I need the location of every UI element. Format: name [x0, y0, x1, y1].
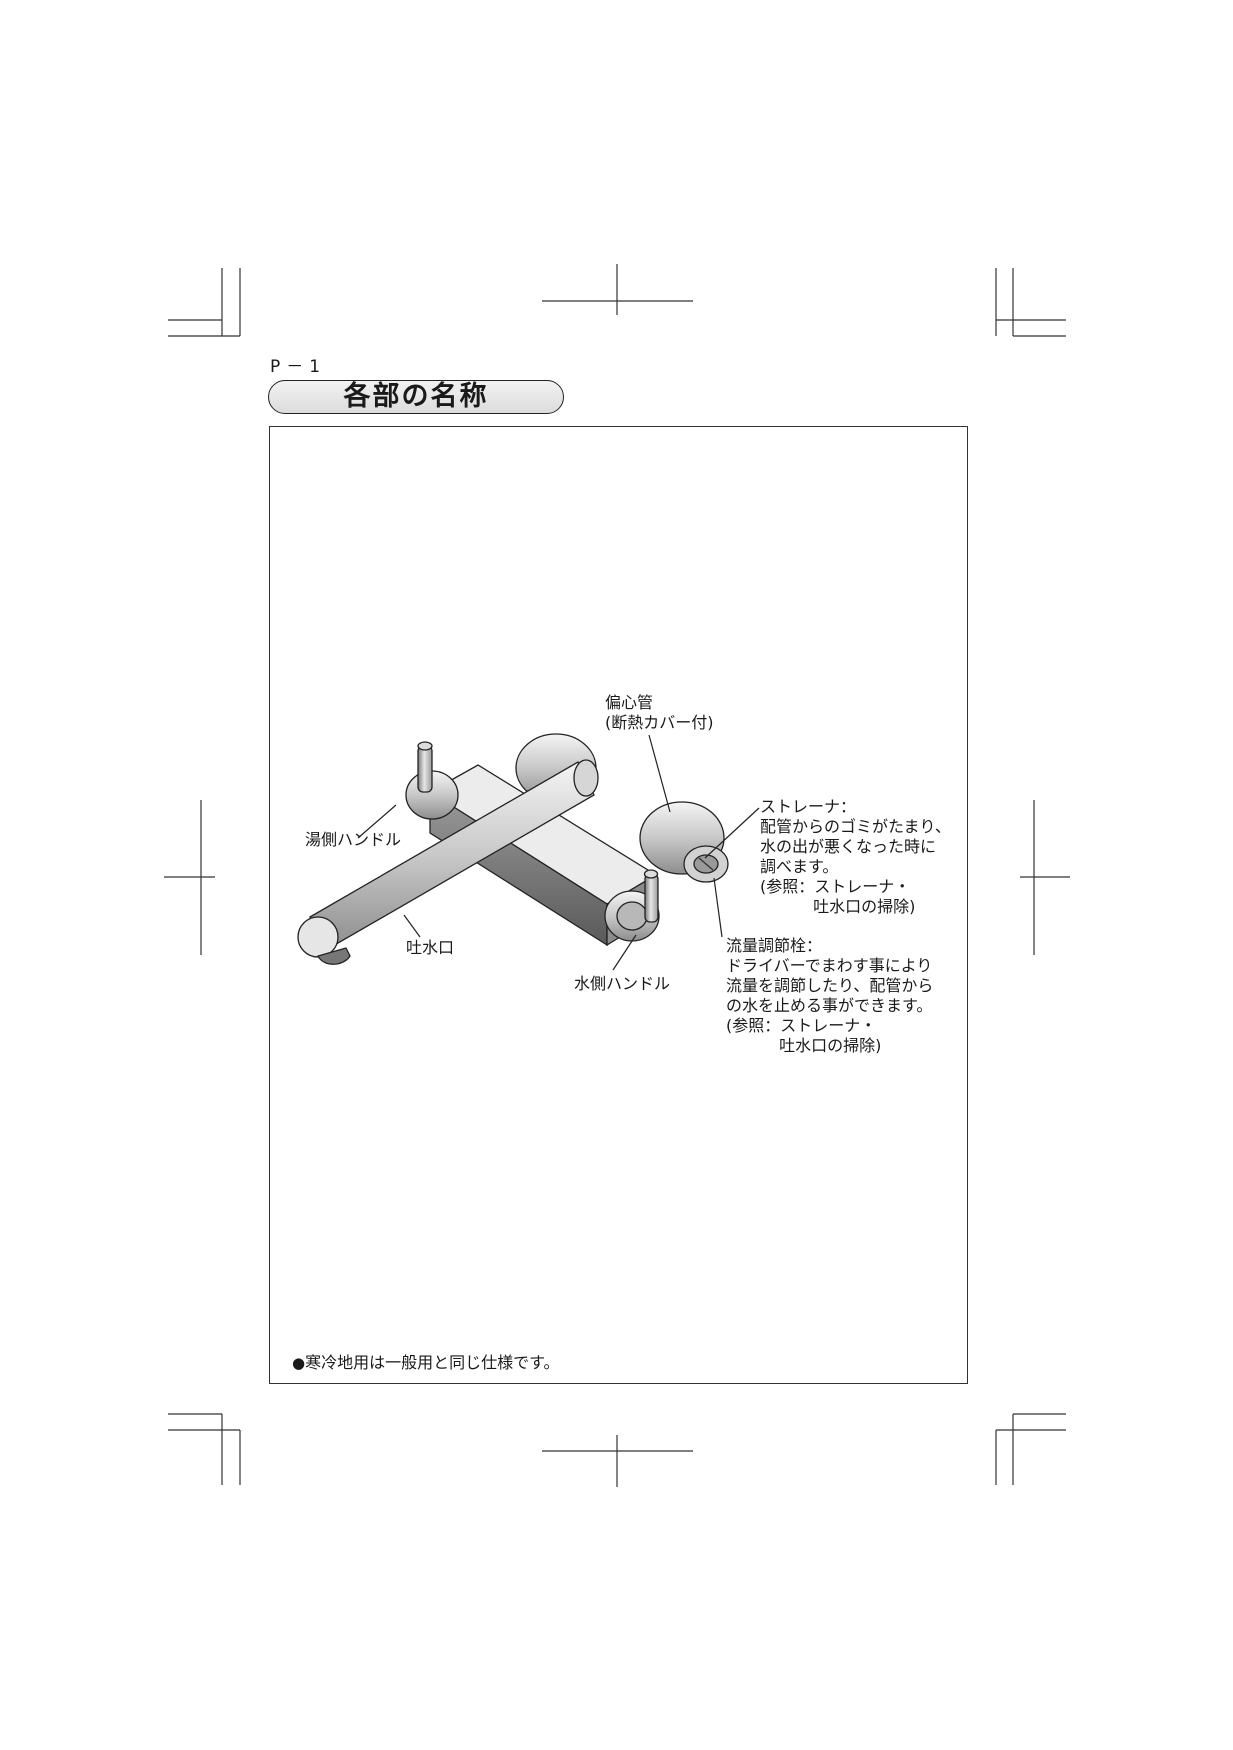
flow-valve-line: (参照：ストレーナ・: [726, 1016, 877, 1035]
eccentric-pipe-label: 偏心管: [605, 693, 654, 712]
cold-handle-label: 水側ハンドル: [574, 974, 671, 993]
spout-outlet: [297, 916, 339, 958]
strainer-line: (参照：ストレーナ・: [760, 877, 911, 896]
eccentric-pipe-note: (断熱カバー付): [605, 713, 714, 732]
strainer-line: 吐水口の掃除): [760, 897, 916, 916]
bullet-icon: ●: [292, 1354, 306, 1372]
flow-valve-label: 流量調節栓：: [726, 936, 823, 955]
section-title-banner: 各部の名称: [268, 380, 564, 414]
flow-valve-line: 吐水口の掃除): [726, 1036, 882, 1055]
page-number: P－1: [270, 357, 327, 377]
content-frame: [269, 426, 968, 1384]
footnote-text: 寒冷地用は一般用と同じ仕様です。: [305, 1353, 560, 1372]
hot-handle-label: 湯側ハンドル: [305, 830, 402, 849]
strainer-line: 調べます。: [760, 857, 839, 876]
hot-handle-lever: [417, 745, 433, 793]
footnote: ●寒冷地用は一般用と同じ仕様です。: [292, 1349, 560, 1373]
page-title: 各部の名称: [343, 381, 489, 412]
flow-valve-line: 流量を調節したり、配管から: [726, 976, 934, 995]
spout-label: 吐水口: [406, 938, 455, 957]
strainer-line: 配管からのゴミがたまり、: [760, 817, 951, 836]
spout-tube-rear: [573, 759, 599, 797]
flow-valve-line: ドライバーでまわす事により: [726, 956, 933, 975]
cold-handle-lever: [644, 873, 659, 923]
strainer-label: ストレーナ：: [760, 797, 857, 816]
strainer-line: 水の出が悪くなった時に: [760, 837, 937, 856]
flow-valve-line: の水を止める事ができます。: [726, 996, 933, 1015]
